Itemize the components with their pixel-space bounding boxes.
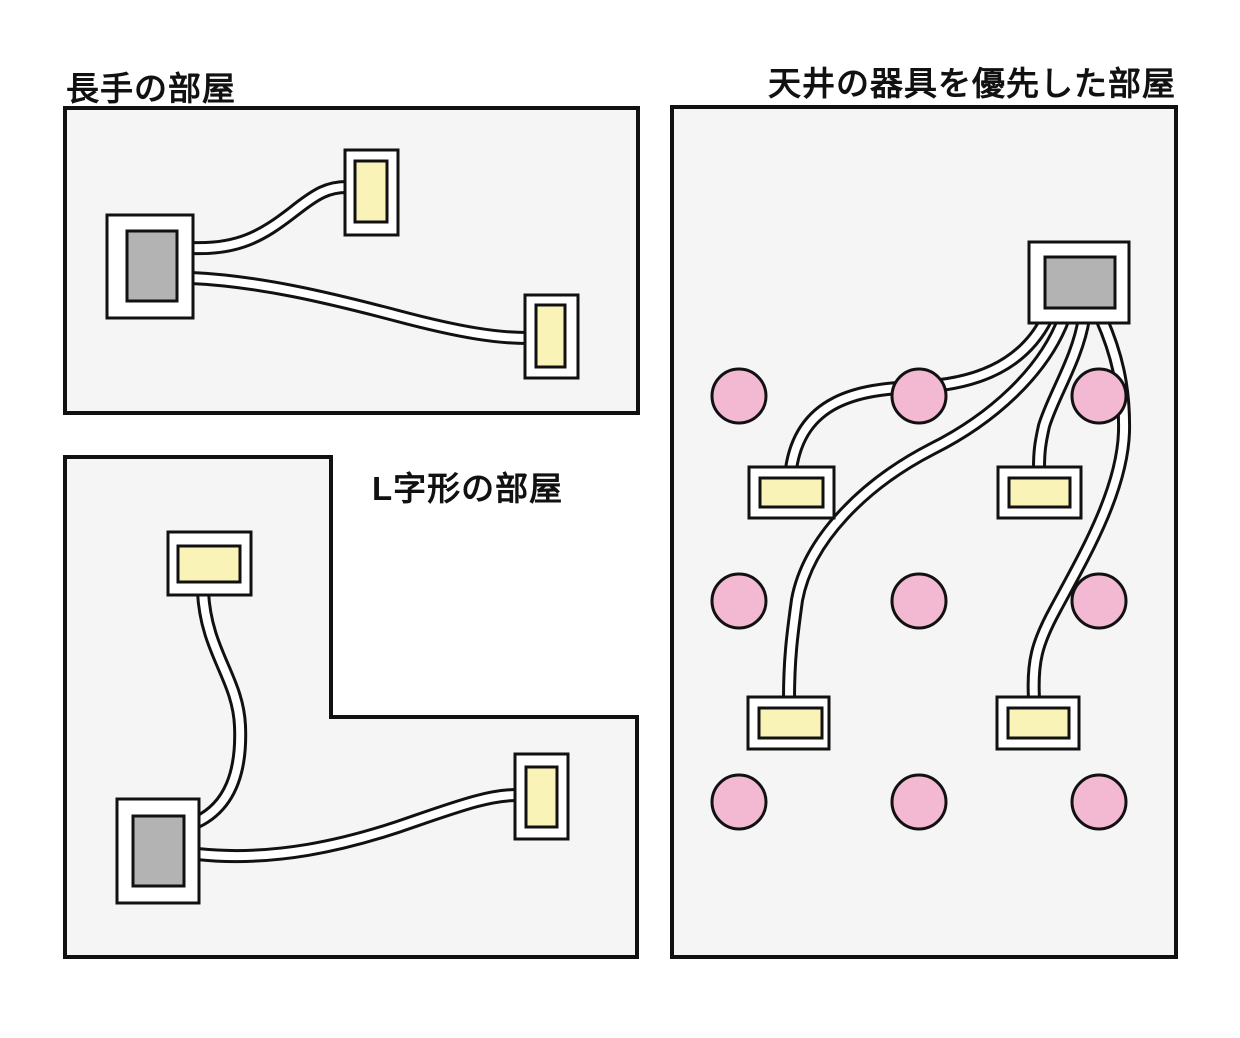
switch-box-plate xyxy=(1007,476,1072,509)
switch-box-plate xyxy=(757,706,824,740)
switch-box-plate xyxy=(524,765,559,829)
distribution-box-panel xyxy=(131,814,186,888)
l-shaped-room-group xyxy=(63,455,639,959)
switch-box xyxy=(166,530,253,597)
switch-box xyxy=(996,465,1083,520)
long-room-group xyxy=(63,106,640,415)
distribution-box xyxy=(105,213,195,320)
ceiling-light xyxy=(710,367,768,425)
switch-box-plate xyxy=(534,303,567,369)
room-title-ceiling-priority: 天井の器具を優先した部屋 xyxy=(768,65,1176,102)
switch-box xyxy=(343,148,400,237)
distribution-box xyxy=(1027,240,1131,325)
ceiling-priority-room-group xyxy=(670,105,1178,959)
ceiling-light xyxy=(710,773,768,831)
switch-box-plate xyxy=(353,159,389,224)
ceiling-light xyxy=(890,572,948,630)
switch-box-plate xyxy=(176,544,242,584)
switch-box xyxy=(746,695,831,751)
switch-box xyxy=(523,293,580,380)
switch-box-plate xyxy=(758,476,825,509)
distribution-box xyxy=(115,797,201,905)
distribution-box-panel xyxy=(125,229,179,303)
ceiling-light xyxy=(1070,572,1128,630)
switch-box xyxy=(995,695,1081,751)
ceiling-light xyxy=(890,367,948,425)
switch-box xyxy=(513,752,570,841)
ceiling-light xyxy=(1070,367,1128,425)
switch-box-plate xyxy=(1006,706,1071,740)
distribution-box-panel xyxy=(1043,255,1117,310)
switch-box xyxy=(747,465,836,520)
ceiling-light xyxy=(890,773,948,831)
room-title-long: 長手の部屋 xyxy=(66,70,236,107)
room-title-l-shaped: L字形の部屋 xyxy=(372,470,564,507)
ceiling-light xyxy=(710,572,768,630)
ceiling-light xyxy=(1070,773,1128,831)
